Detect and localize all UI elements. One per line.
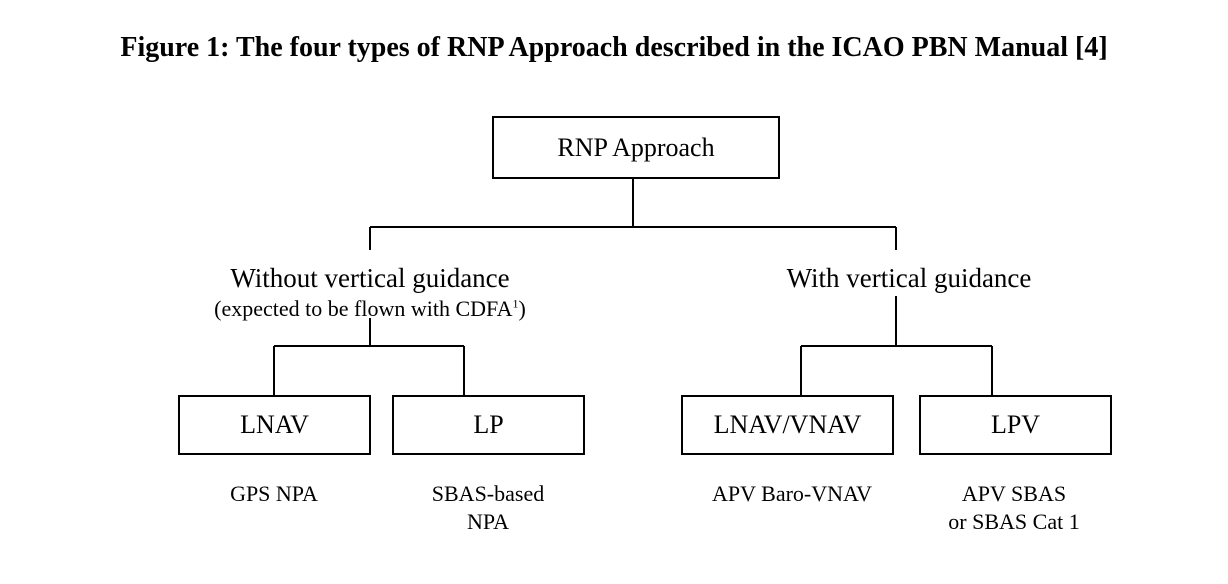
caption-line: NPA xyxy=(467,509,509,534)
caption-lnav: GPS NPA xyxy=(174,480,374,508)
branch-with-vertical-label: With vertical guidance xyxy=(786,263,1032,293)
caption-line: APV SBAS xyxy=(961,481,1067,506)
caption-lp: SBAS-based NPA xyxy=(388,480,588,536)
type-label: LP xyxy=(473,410,504,439)
type-box-lpv: LPV xyxy=(919,395,1112,455)
type-label: LPV xyxy=(990,410,1041,439)
caption-line: SBAS-based xyxy=(431,481,545,506)
branch-without-vertical-label: Without vertical guidance xyxy=(230,263,510,293)
type-box-lp: LP xyxy=(392,395,585,455)
cdfa-note-text: (expected to be flown with CDFA xyxy=(214,296,513,321)
type-box-lnav-vnav: LNAV/VNAV xyxy=(681,395,894,455)
caption-line: APV Baro-VNAV xyxy=(712,481,872,506)
footnote-marker: 1 xyxy=(512,296,519,311)
caption-line: or SBAS Cat 1 xyxy=(948,509,1080,534)
type-box-lnav: LNAV xyxy=(178,395,371,455)
type-label: LNAV xyxy=(240,410,309,439)
figure-title: Figure 1: The four types of RNP Approach… xyxy=(120,32,1108,63)
caption-lnav-vnav: APV Baro-VNAV xyxy=(672,480,912,508)
cdfa-note-close: ) xyxy=(518,296,526,321)
type-label: LNAV/VNAV xyxy=(713,410,862,439)
caption-line: GPS NPA xyxy=(230,481,318,506)
root-box: RNP Approach xyxy=(492,116,780,179)
caption-lpv: APV SBAS or SBAS Cat 1 xyxy=(904,480,1124,536)
branch-without-vertical-note: (expected to be flown with CDFA1) xyxy=(150,296,590,322)
root-label: RNP Approach xyxy=(557,132,715,162)
